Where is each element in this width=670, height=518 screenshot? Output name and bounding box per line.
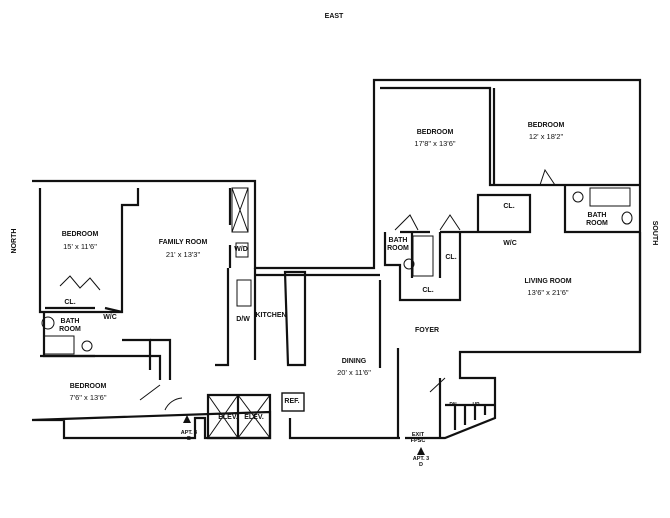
room-label: LIVING ROOM xyxy=(524,278,572,285)
room-label: DINING xyxy=(341,358,367,365)
washer-dryer-label: W/D xyxy=(234,246,248,253)
closet-label: CL. xyxy=(445,254,457,261)
room-size: 15' x 11'6" xyxy=(63,242,97,251)
dishwasher-label: D/W xyxy=(236,316,250,323)
room-label: FAMILY ROOM xyxy=(158,239,208,246)
closet-label: CL. xyxy=(64,299,76,306)
exit-label: EXIT FPSC xyxy=(410,432,426,444)
room-size: 21' x 13'3" xyxy=(165,250,201,259)
room-size: 13'6" x 21'6" xyxy=(527,288,569,297)
wc-label: W/C xyxy=(503,240,517,247)
closet-label: CL. xyxy=(422,287,434,294)
entry-arrow-3d-icon xyxy=(417,447,425,455)
bath-label: BATH ROOM xyxy=(387,237,409,252)
room-label: FOYER xyxy=(414,327,440,334)
closet-label: CL. xyxy=(503,203,515,210)
compass-north: NORTH xyxy=(11,228,18,254)
stair-up-label: UP xyxy=(472,402,480,408)
bath-label: BATH ROOM xyxy=(586,212,608,227)
entrance-apt-3d: APT. 3 D xyxy=(412,456,430,468)
room-size: 17'8" x 13'6" xyxy=(414,139,456,148)
stair-down-label: DN xyxy=(449,402,457,408)
refrigerator-label: REF. xyxy=(284,398,300,405)
wc-label: W/C xyxy=(103,314,117,321)
entrance-apt-3b: APT. 3 B xyxy=(180,430,198,442)
compass-south: SOUTH xyxy=(651,220,658,246)
entry-arrow-3b-icon xyxy=(183,415,191,423)
elevator-label: ELEV. xyxy=(218,414,238,421)
room-label: KITCHEN xyxy=(255,312,287,319)
room-label: BEDROOM xyxy=(527,122,565,129)
room-size: 12' x 18'2" xyxy=(528,132,564,141)
elevator-label: ELEV. xyxy=(244,414,264,421)
room-size: 7'6" x 13'6" xyxy=(69,393,107,402)
compass-east: EAST xyxy=(324,13,344,20)
room-label: BEDROOM xyxy=(69,383,107,390)
room-label: BEDROOM xyxy=(416,129,454,136)
room-size: 20' x 11'6" xyxy=(337,368,371,377)
room-label: BEDROOM xyxy=(61,231,99,238)
bath-label: BATH ROOM xyxy=(59,318,81,333)
